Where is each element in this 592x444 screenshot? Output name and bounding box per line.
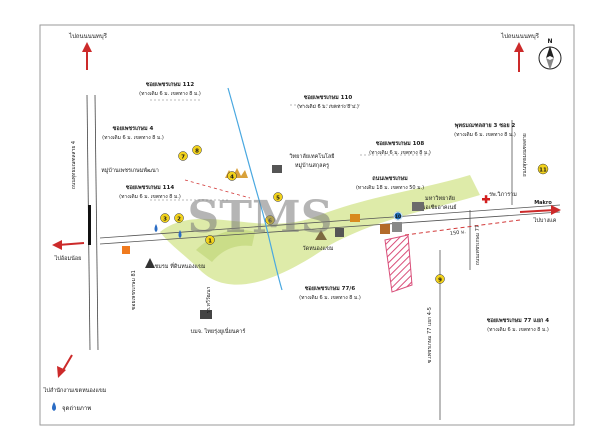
label-soi-110-sub: (ทางเดิม 6 ม. เขตทาง 8 ม.) <box>297 103 359 110</box>
tech-college-icon <box>272 165 282 173</box>
svg-text:9: 9 <box>438 278 442 284</box>
temple-icon-mid <box>315 230 327 240</box>
svg-text:5: 5 <box>276 196 280 202</box>
label-soi-108-sub: (ทางเดิม 6 ม. เขตทาง 8 ม.) <box>369 149 431 156</box>
svg-text:4: 4 <box>230 175 234 181</box>
label-temple-left: ชมรม ที่ดินหนองแขม <box>155 262 206 270</box>
water-drop-icon <box>154 224 158 232</box>
label-road-vertical-left2: ซอยเพชรเกษม 81 <box>131 270 137 310</box>
water-drop-icon-2 <box>178 230 182 238</box>
label-road-vertical-mid: ถนนเพชรเกษม 77 <box>475 225 481 265</box>
label-soi-110: ซอยเพชรเกษม 110 <box>304 94 352 101</box>
photo-point-7: 7 <box>178 151 188 161</box>
label-soi-77-vertical: ซ.เพชรเกษม 77 แยก 4-5 <box>427 307 433 363</box>
photo-point-3: 3 <box>160 213 170 223</box>
photo-point-1: 1 <box>205 235 215 245</box>
road-tail-highlight <box>196 229 255 262</box>
photo-point-9: 9 <box>435 274 445 284</box>
petchkasem-road-line <box>99 204 561 239</box>
photo-point-11: 11 <box>537 163 549 175</box>
stms-watermark: STMS <box>188 192 333 243</box>
label-university-sub: เอเชียอาคเนย์ <box>424 204 457 211</box>
label-police: บมจ. ไทยรุ่งยูเนี่ยนคาร์ <box>191 327 246 335</box>
label-soi-77: ซอยเพชรเกษม 77 แยก 4 <box>487 317 549 324</box>
label-road-vertical-right: ถนนพุทธมณฑลสาย <box>522 133 528 177</box>
photo-point-5: 5 <box>273 192 283 202</box>
site-marker-icon <box>393 211 403 221</box>
label-to-nonthaburi-left: ไปถนนนนทบุรี <box>68 32 108 40</box>
svg-text:1: 1 <box>208 239 212 245</box>
arrow-right-icon <box>519 205 561 215</box>
arrow-up-left-icon <box>82 42 92 70</box>
distance-dashed-line-2 <box>184 179 251 199</box>
label-road-school: รร.ทวีวัฒนา <box>205 287 212 314</box>
legend-camera-icon <box>52 402 56 411</box>
petchkasem-road-highlight <box>160 175 480 285</box>
label-petchkasem-road-sub: (ทางเดิม 18 ม. เขตทาง 50 ม.) <box>356 184 424 191</box>
svg-text:10: 10 <box>395 214 401 220</box>
label-tech-college: วิทยาลัยเทคโนโลยี <box>289 152 335 160</box>
university-building-icon <box>412 202 424 211</box>
label-road-vertical-left: ถนนพุทธมณฑลสาย 4 <box>71 141 77 189</box>
svg-text:6: 6 <box>268 219 272 225</box>
svg-text:3: 3 <box>163 217 167 223</box>
police-icon <box>200 310 212 319</box>
label-phutthamonthon-sub: (ทางเดิม 6 ม. เขตทาง 8 ม.) <box>454 131 516 138</box>
label-soi-nong-sub: (ทางเดิม 6 ม. เขตทาง 8 ม.) <box>299 294 361 301</box>
gas-station-icon <box>122 246 130 254</box>
building-beige <box>380 224 390 234</box>
label-soi-srikhet-sub: (ทางเดิม 6 ม. เขตทาง 8 ม.) <box>102 134 164 141</box>
photo-point-10: 10 <box>393 211 403 221</box>
logo-badge-icon <box>350 214 360 222</box>
building-grey <box>392 222 402 232</box>
label-petchkasem-road: ถนนเพชรเกษม <box>372 175 408 182</box>
vertical-road-left-b <box>94 94 99 351</box>
photo-point-8: 8 <box>192 145 202 155</box>
label-soi-nong: ซอยเพชรเกษม 77/6 <box>305 285 355 292</box>
label-soi-112: ซอยเพชรเกษม 112 <box>146 81 194 88</box>
label-soi-114: ซอยเพชรเกษม 114 <box>126 184 174 191</box>
label-village-left: หมู่บ้านเพชรเกษมพัฒนา <box>101 167 159 174</box>
school-building-icon <box>335 228 344 237</box>
svg-text:8: 8 <box>195 149 199 155</box>
label-university: มหาวิทยาลัย <box>425 195 455 202</box>
label-soi-114-sub: (ทางเดิม 6 ม. เขตทาง 8 ม.) <box>119 193 181 200</box>
label-to-left-road: ไปอ้อมน้อย <box>54 255 82 262</box>
svg-text:7: 7 <box>181 155 185 161</box>
label-soi-srikhet: ซอยเพชรเกษม 4 <box>113 125 154 132</box>
distance-dashed-line <box>404 219 521 236</box>
svg-text:11: 11 <box>539 168 547 174</box>
arrow-up-right-icon <box>514 42 524 72</box>
arrow-left-icon <box>52 240 85 250</box>
label-hospital: รพ.วิภาราม <box>489 191 517 198</box>
temple-icon-left <box>145 258 155 268</box>
label-to-bangkae: ไปบางแค <box>533 217 557 224</box>
label-to-nonthaburi-right: ไปถนนนนทบุรี <box>500 32 540 40</box>
photo-point-2: 2 <box>174 213 184 223</box>
label-soi-77-sub: (ทางเดิม 6 ม. เขตทาง 8 ม.) <box>487 326 549 333</box>
label-soi-112-sub: (ทางเดิม 6 ม. เขตทาง 8 ม.) <box>139 90 201 97</box>
canal-blue-line <box>227 87 283 291</box>
petchkasem-road-line-2 <box>99 211 561 245</box>
north-letter: N <box>547 38 552 45</box>
subject-site-parcel <box>384 234 413 293</box>
label-soi-108: ซอยเพชรเกษม 108 <box>376 140 424 147</box>
photo-point-4: 4 <box>227 171 237 181</box>
label-store: Makro <box>534 200 552 206</box>
label-temple-mid: วัดหนองแขม <box>303 245 334 252</box>
north-arrow-icon <box>538 46 562 70</box>
label-village-mid: หมู่บ้านสกุลครู <box>295 162 329 169</box>
arrow-down-left-icon <box>57 354 73 378</box>
label-phutthamonthon: พุทธมณฑลสาย 3 ซอย 2 <box>454 122 516 129</box>
label-to-bottom-left: ไปสำนักงานเขตหนองแขม <box>43 387 107 394</box>
photo-point-6: 6 <box>265 215 275 225</box>
road-divider-bar <box>88 205 91 245</box>
legend-photo-label: จุดถ่ายภาพ <box>62 405 91 412</box>
label-distance: 150 ม. <box>450 229 467 237</box>
svg-text:2: 2 <box>177 217 181 223</box>
hospital-cross-icon <box>482 195 490 204</box>
